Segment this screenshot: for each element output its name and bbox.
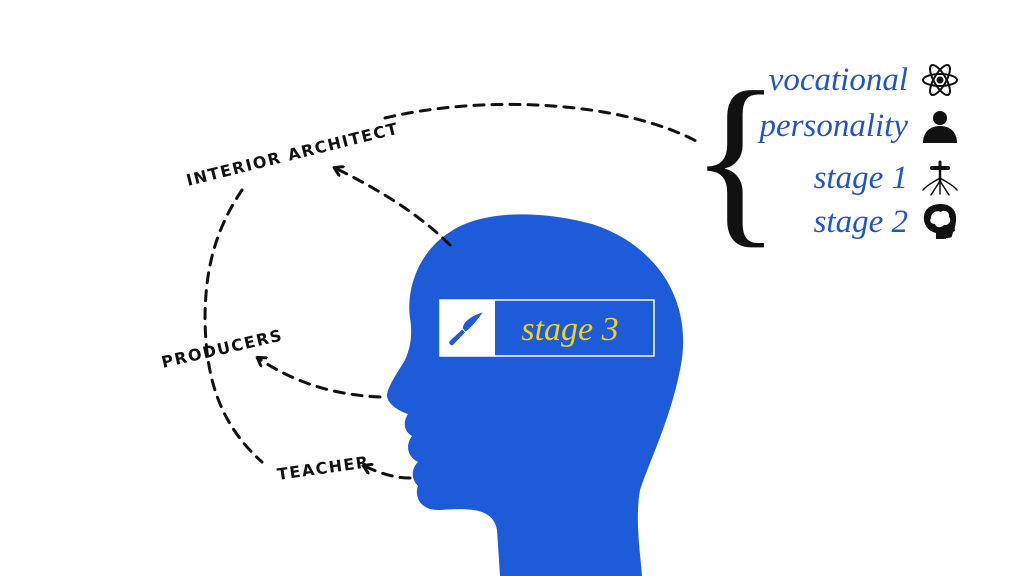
curly-brace: {: [690, 54, 781, 264]
arrow-to-teacher: [364, 466, 412, 480]
career-interior-architect: INTERIOR ARCHITECT: [184, 119, 400, 190]
list-item-vocational: vocational: [769, 62, 908, 98]
root-icon: [922, 160, 958, 196]
person-silhouette-icon: [923, 111, 957, 143]
career-producers: PRODUCERS: [160, 326, 285, 372]
list-item-stage-2: stage 2: [814, 204, 908, 240]
stage-3-badge: stage 3: [439, 299, 655, 357]
list-item-stage-1: stage 1: [814, 160, 908, 196]
arrow-to-producers: [258, 358, 382, 399]
head-brain-icon: [923, 204, 957, 239]
career-teacher: TEACHER: [276, 452, 371, 484]
feather-knife-icon: [449, 312, 483, 346]
head-silhouette: [386, 214, 684, 576]
arrow-to-interior-architect: [335, 168, 452, 247]
connector-interior-to-list: [383, 102, 700, 144]
stage-3-label: stage 3: [521, 311, 618, 348]
list-item-personality: personality: [758, 108, 909, 144]
connector-left-curve: [203, 188, 264, 464]
atom-icon: [922, 63, 958, 97]
